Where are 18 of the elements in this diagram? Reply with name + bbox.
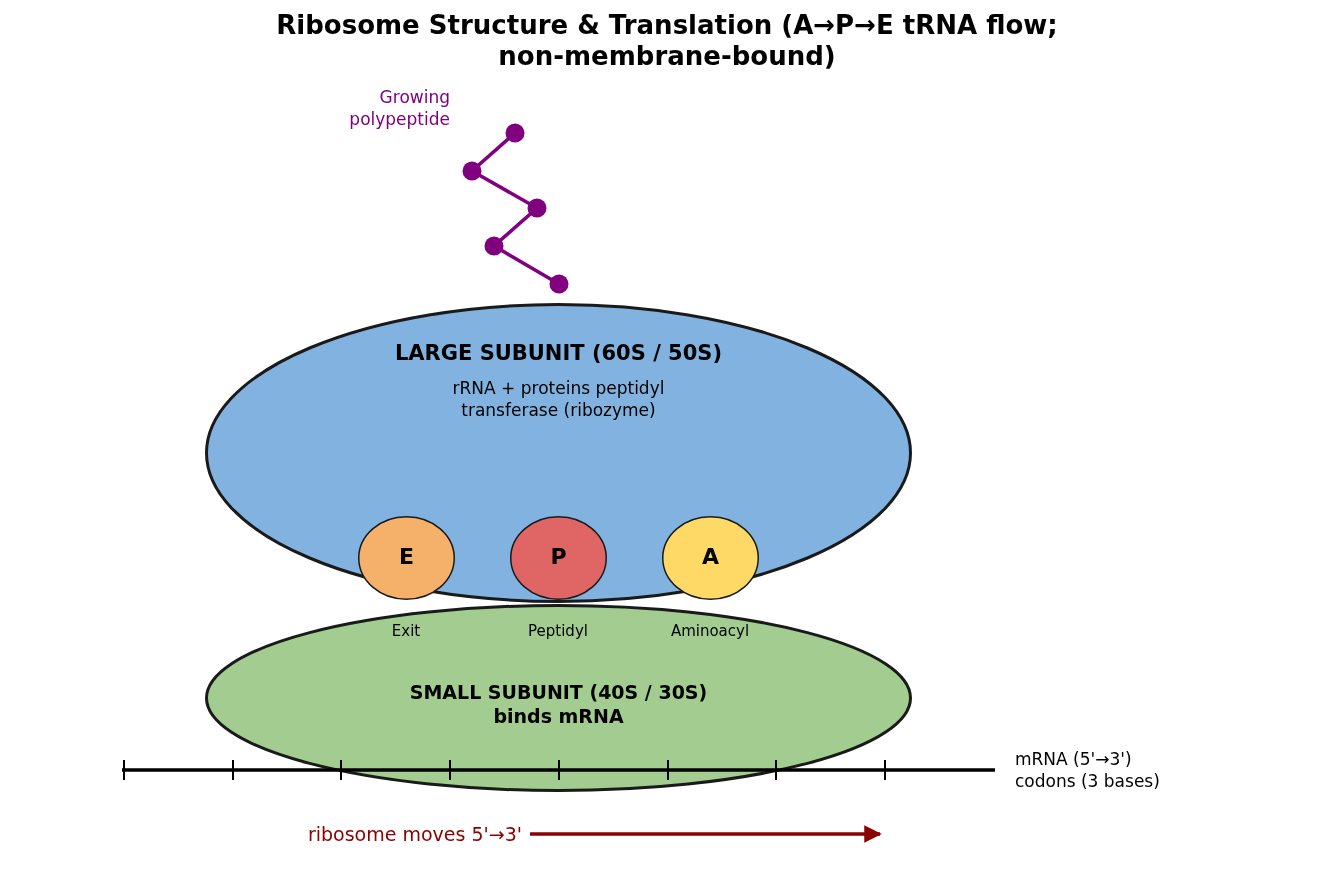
subunit-title: SMALL SUBUNIT (40S / 30S) binds mRNA xyxy=(408,680,709,728)
subunit-ellipse xyxy=(205,303,912,603)
site-caption: Peptidyl xyxy=(527,622,589,640)
site-caption: Aminoacyl xyxy=(669,622,751,640)
subunit-ellipse xyxy=(205,604,912,792)
site-letter: A xyxy=(701,544,720,570)
annotation-text: Growing polypeptide xyxy=(348,86,450,130)
annotation-text: ribosome moves 5'→3' xyxy=(306,822,522,846)
site-letter: P xyxy=(549,544,568,570)
binding-site-circle xyxy=(662,516,759,600)
subunit-description: rRNA + proteins peptidyl transferase (ribozyme) xyxy=(451,377,666,421)
site-letter: E xyxy=(398,544,415,570)
binding-site-circle xyxy=(358,516,455,600)
binding-site-circle xyxy=(510,516,607,600)
diagram-title: Ribosome Structure & Translation (A→P→E tRNA flow; non-membrane-bound) xyxy=(275,10,1059,72)
site-caption: Exit xyxy=(390,622,422,640)
subunit-title: LARGE SUBUNIT (60S / 50S) xyxy=(394,340,723,366)
annotation-text: mRNA (5'→3') codons (3 bases) xyxy=(1015,748,1161,792)
